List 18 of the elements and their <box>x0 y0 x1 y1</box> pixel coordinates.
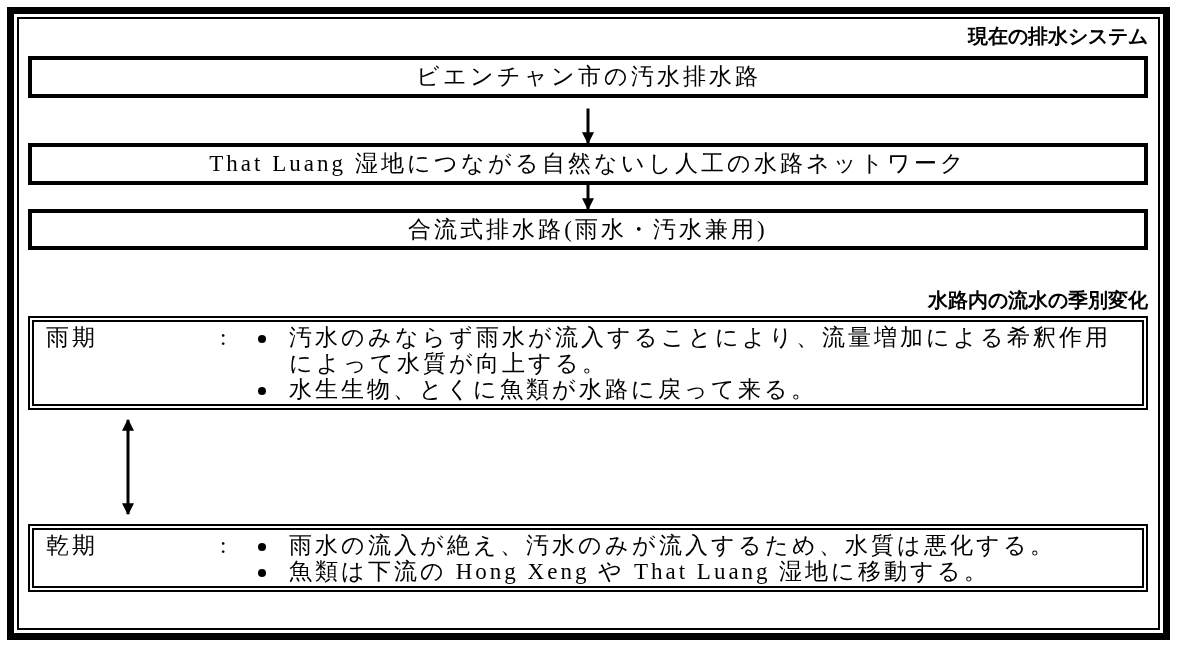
season-box <box>28 316 1148 410</box>
bullet-text: 汚水のみならず雨水が流入することにより、流量増加による希釈作用によって水質が向上する。 <box>289 325 1112 377</box>
season-box <box>28 524 1148 592</box>
section-heading: 水路内の流水の季別変化 <box>928 288 1148 313</box>
season-term: 乾期 <box>46 533 98 559</box>
process-box <box>28 56 1148 98</box>
bullet-text: 魚類は下流の Hong Xeng や That Luang 湿地に移動する。 <box>289 559 992 585</box>
box-text: That Luang 湿地につながる自然ないし人工の水路ネットワーク <box>209 150 967 178</box>
box-text: ビエンチャン市の汚水排水路 <box>415 63 761 91</box>
process-box <box>28 143 1148 185</box>
section-heading: 現在の排水システム <box>968 24 1148 49</box>
process-box <box>28 209 1148 250</box>
colon-text: : <box>220 325 230 351</box>
colon-text: : <box>220 533 230 559</box>
box-text: 合流式排水路(雨水・汚水兼用) <box>408 215 768 244</box>
bullet-text: 水生生物、とくに魚類が水路に戻って来る。 <box>289 377 818 403</box>
season-term: 雨期 <box>46 325 98 351</box>
bullet-text: 雨水の流入が絶え、汚水のみが流入するため、水質は悪化する。 <box>289 533 1057 559</box>
